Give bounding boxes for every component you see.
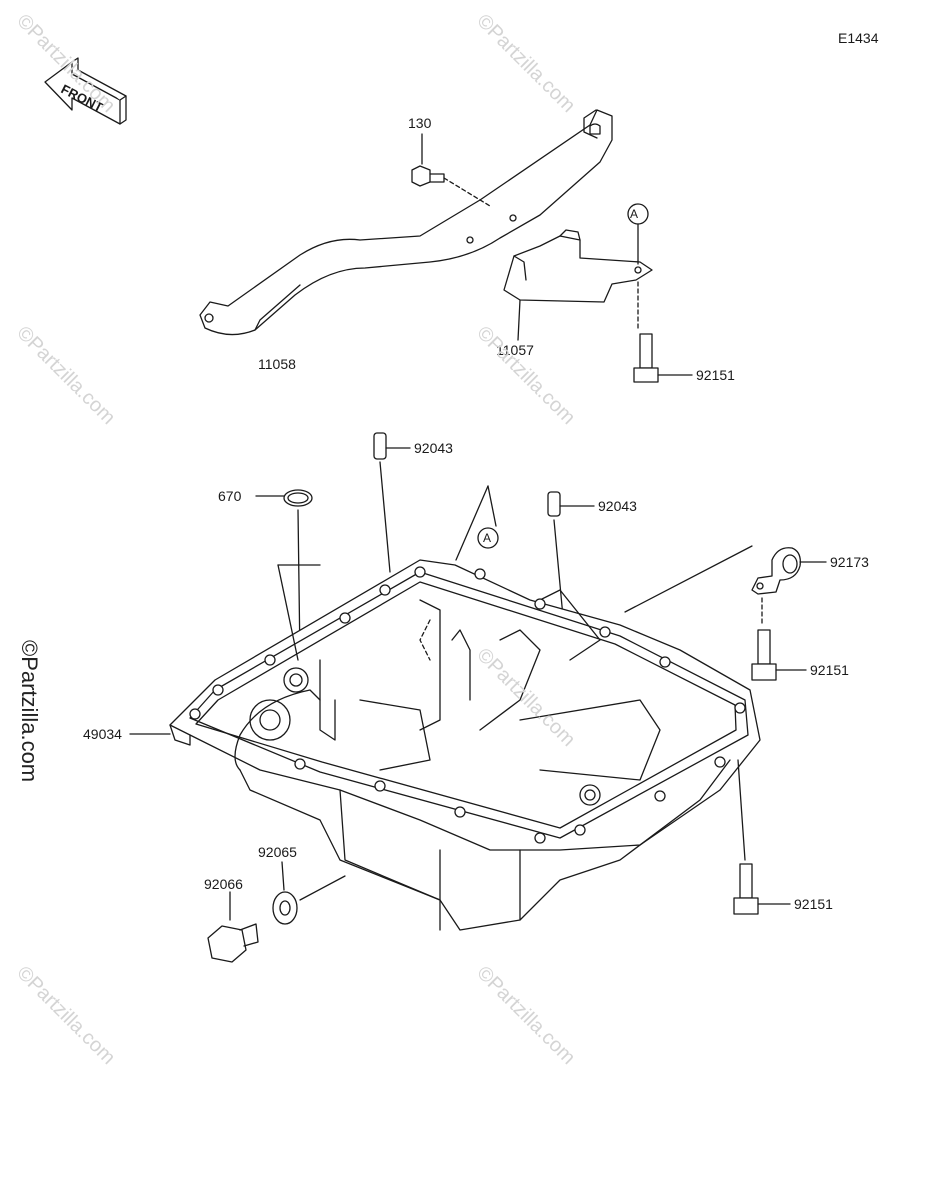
label-92066: 92066 [204, 876, 243, 892]
callout-a-pan-label: A [483, 531, 492, 545]
label-49034: 49034 [83, 726, 122, 742]
callout-a-pan [455, 485, 499, 561]
label-92043-right: 92043 [598, 498, 637, 514]
label-92151-top: 92151 [696, 367, 735, 383]
bolt-92151-low [733, 759, 791, 915]
label-11057: 11057 [496, 342, 534, 358]
label-92173: 92173 [830, 554, 869, 570]
bolt-130 [411, 133, 491, 207]
callout-a-top: A [630, 207, 639, 221]
label-130: 130 [408, 115, 432, 131]
watermark-side: ©Partzilla.com [17, 640, 42, 783]
oil-pan-49034 [129, 559, 761, 931]
washer-92065 [272, 861, 346, 925]
bolt-92151-top [633, 281, 693, 383]
label-92151-low: 92151 [794, 896, 833, 912]
label-92065: 92065 [258, 844, 297, 860]
oring-670 [255, 489, 313, 661]
dowel-pin-92043-left [373, 432, 411, 573]
bolt-92151-mid [751, 629, 807, 681]
clamp-92173 [624, 545, 827, 627]
drain-plug-92066 [207, 891, 259, 963]
bracket-11057 [503, 203, 653, 341]
label-92151-mid: 92151 [810, 662, 849, 678]
label-670: 670 [218, 488, 242, 504]
label-92043-left: 92043 [414, 440, 453, 456]
diagram-code: E1434 [838, 30, 879, 46]
label-11058: 11058 [258, 356, 296, 372]
bracket-11058 [199, 109, 613, 336]
